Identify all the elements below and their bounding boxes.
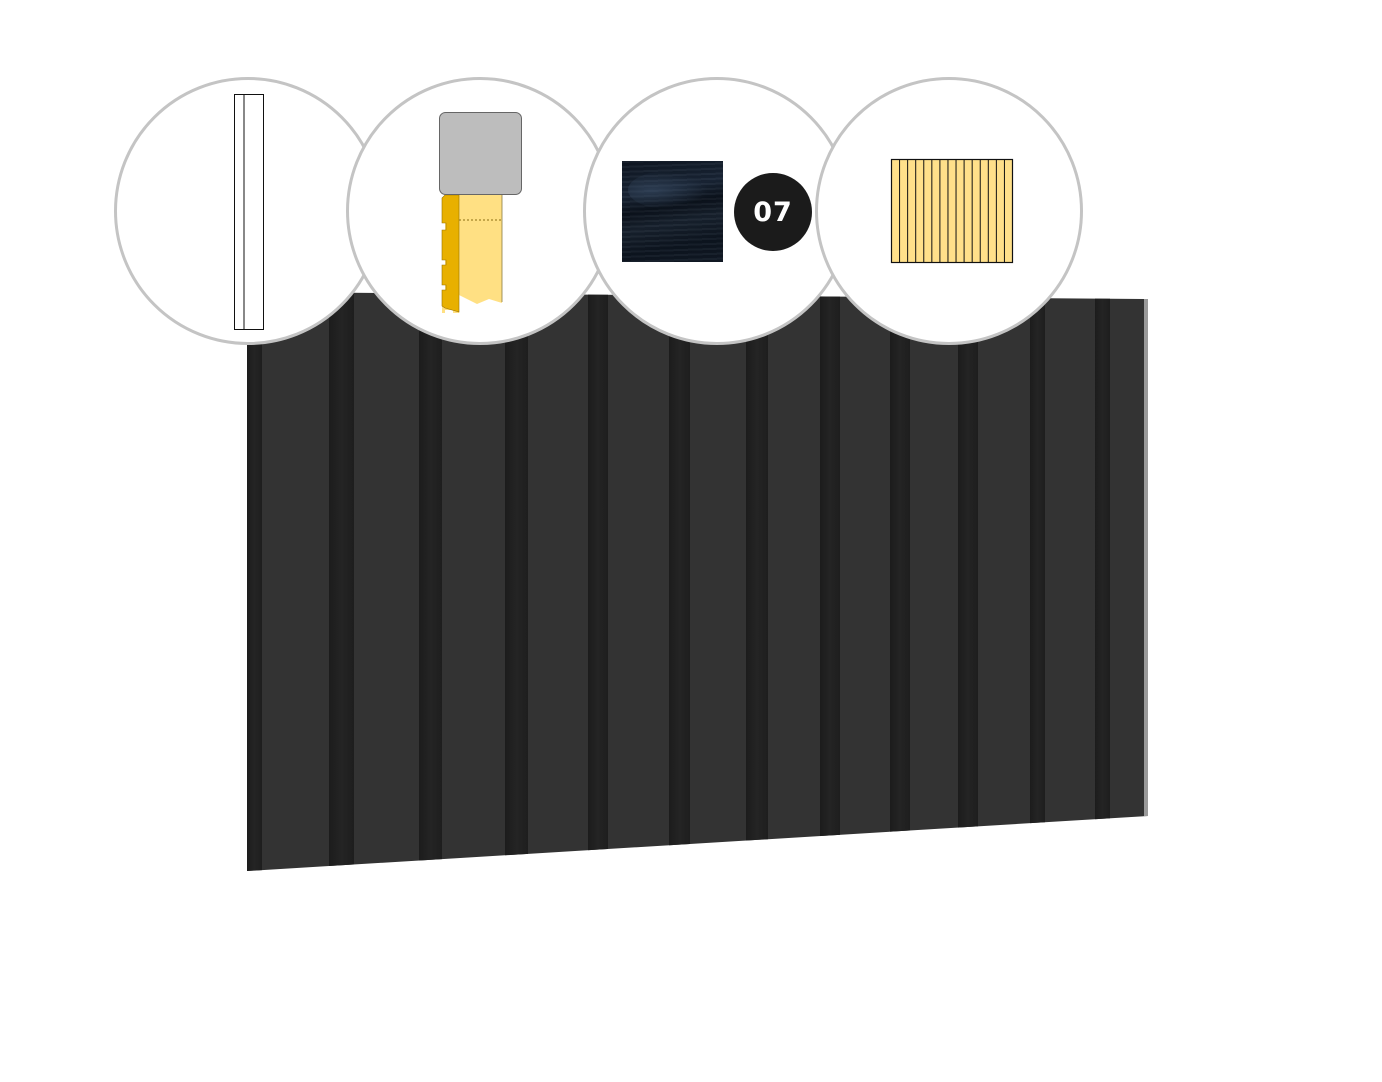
panel-groove	[746, 292, 768, 871]
profile-shape-badge[interactable]	[346, 77, 614, 345]
color-finish-badge[interactable]: 07	[583, 77, 851, 345]
color-code-badge: 07	[734, 173, 812, 251]
panel-groove	[419, 292, 442, 871]
panel-groove	[329, 292, 354, 871]
panel-groove	[1030, 292, 1045, 871]
panel-groove	[588, 292, 608, 871]
tongue-groove-profile-icon	[439, 112, 522, 313]
panel-groove	[1095, 292, 1110, 871]
panel-groove	[247, 292, 262, 871]
board-cross-section-icon	[234, 94, 264, 330]
panel-groove	[505, 292, 528, 871]
wood-swatch-icon	[622, 161, 723, 262]
panel-groove	[958, 292, 978, 871]
panel-grooves	[247, 292, 1110, 871]
panel-groove	[820, 292, 840, 871]
vertical-boards-icon	[890, 158, 1014, 264]
profile-thickness-badge[interactable]	[114, 77, 382, 345]
panel-surface	[247, 292, 1148, 871]
panel-groove	[669, 292, 690, 871]
panel-groove	[890, 292, 910, 871]
board-layout-badge[interactable]	[815, 77, 1083, 345]
